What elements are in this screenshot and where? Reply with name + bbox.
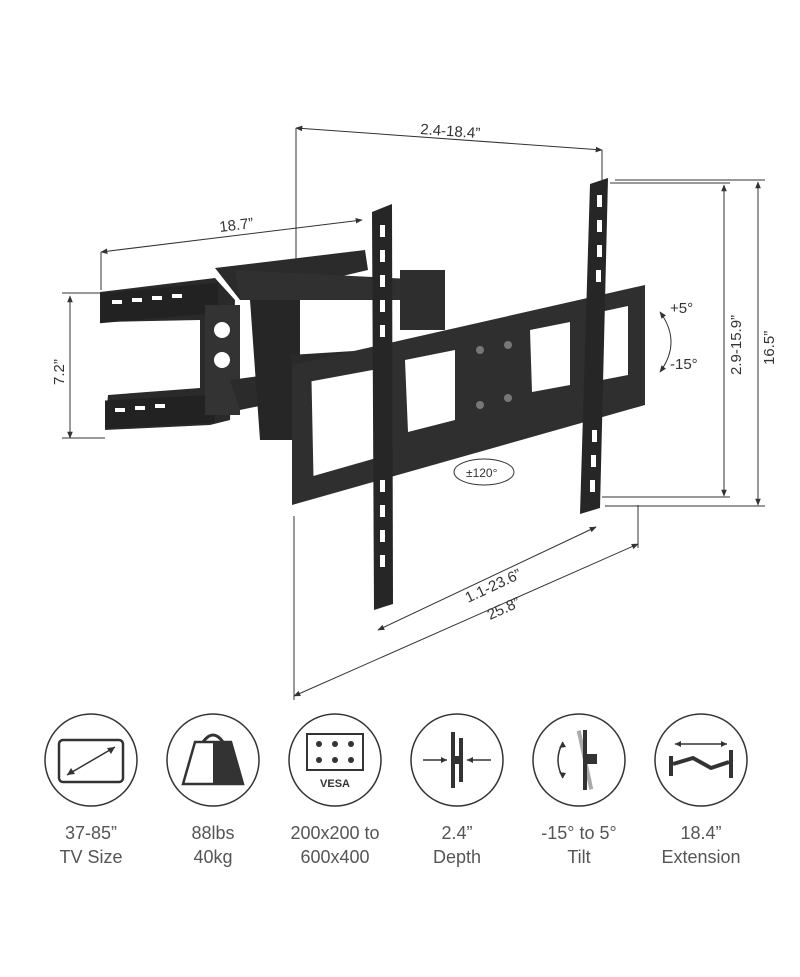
spec-tv-size: 37-85” TV Size	[26, 712, 156, 869]
total-width-label: 25.8”	[485, 594, 523, 623]
vertical-tv-arms	[372, 178, 608, 610]
tilt-caption: Tilt	[567, 847, 591, 867]
extension-icon	[654, 713, 748, 807]
weight-lbs: 88lbs	[191, 823, 235, 843]
spec-vesa: VESA 200x200 to 600x400	[270, 712, 400, 869]
depth-caption: Depth	[432, 847, 482, 867]
vesa-min: 200x200 to	[290, 823, 380, 843]
wall-plate-height-label: 7.2”	[51, 359, 68, 385]
weight-kg: 40kg	[193, 847, 233, 867]
extension-caption: Extension	[661, 847, 741, 867]
tv-mount-diagram: 2.4-18.4” 18.7” 7.2” 2.9-15.9” 16.5” +5°…	[51, 121, 778, 700]
tilt-down-label: -15°	[670, 356, 698, 373]
tv-size-value: 37-85”	[64, 823, 118, 843]
wall-plate	[100, 278, 240, 430]
depth-icon	[410, 713, 504, 807]
spec-weight: 88lbs 40kg	[148, 712, 278, 869]
tilt-value: -15° to 5°	[541, 823, 617, 843]
vesa-badge: VESA	[320, 778, 350, 790]
tilt-up-label: +5°	[670, 300, 693, 317]
total-height-label: 16.5”	[761, 331, 778, 365]
spec-icon-row: 37-85” TV Size 88lbs 40kg VESA 200x200 to 6…	[0, 712, 800, 972]
arm-length-label: 18.7”	[218, 215, 254, 236]
dimension-lines	[62, 125, 765, 700]
top-width-label: 2.4-18.4”	[420, 121, 481, 142]
spec-depth: 2.4” Depth	[392, 712, 522, 869]
vesa-icon: VESA	[288, 713, 382, 807]
spec-extension: 18.4” Extension	[636, 712, 766, 869]
tilt-icon	[532, 713, 626, 807]
extension-value: 18.4”	[680, 823, 722, 843]
weight-icon	[166, 713, 260, 807]
spec-tilt: -15° to 5° Tilt	[514, 712, 644, 869]
tv-size-caption: TV Size	[59, 847, 123, 867]
tv-size-icon	[44, 713, 138, 807]
depth-value: 2.4”	[441, 823, 473, 843]
vertical-range-label: 2.9-15.9”	[728, 315, 745, 375]
swivel-label: ±120°	[466, 466, 498, 480]
vesa-max: 600x400	[300, 847, 370, 867]
